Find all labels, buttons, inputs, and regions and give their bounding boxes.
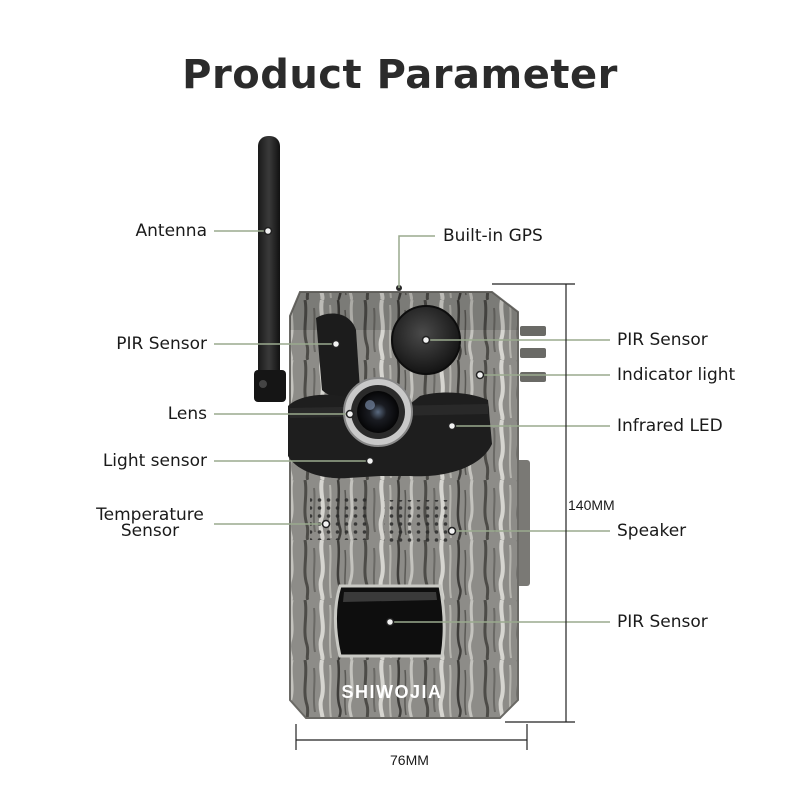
label-speaker: Speaker <box>617 521 687 541</box>
brand-logo: SHIWOJIA <box>341 682 442 702</box>
label-light-sensor: Light sensor <box>102 451 207 471</box>
leader-dots <box>263 226 485 627</box>
width-dimension-label: 76MM <box>390 752 429 768</box>
label-pir-sensor-top: PIR Sensor <box>617 330 708 350</box>
antenna <box>254 136 286 402</box>
label-temperature-sensor-line2: Sensor <box>120 521 180 541</box>
leader-lines <box>214 230 610 623</box>
label-lens: Lens <box>167 404 207 424</box>
label-builtin-gps: Built-in GPS <box>443 226 543 246</box>
height-dimension-line <box>492 283 575 723</box>
label-pir-sensor-bottom: PIR Sensor <box>617 612 708 632</box>
height-dimension-label: 140MM <box>568 497 615 513</box>
label-infrared-led: Infrared LED <box>617 416 723 436</box>
label-antenna: Antenna <box>135 221 208 241</box>
page-title: Product Parameter <box>182 52 618 98</box>
label-temperature-sensor-line1: Temperature <box>96 505 204 525</box>
lens <box>343 377 413 447</box>
speaker-grille <box>310 494 452 544</box>
label-indicator-light: Indicator light <box>617 365 736 385</box>
width-dimension-line <box>295 724 528 750</box>
label-pir-sensor-left: PIR Sensor <box>116 334 207 354</box>
